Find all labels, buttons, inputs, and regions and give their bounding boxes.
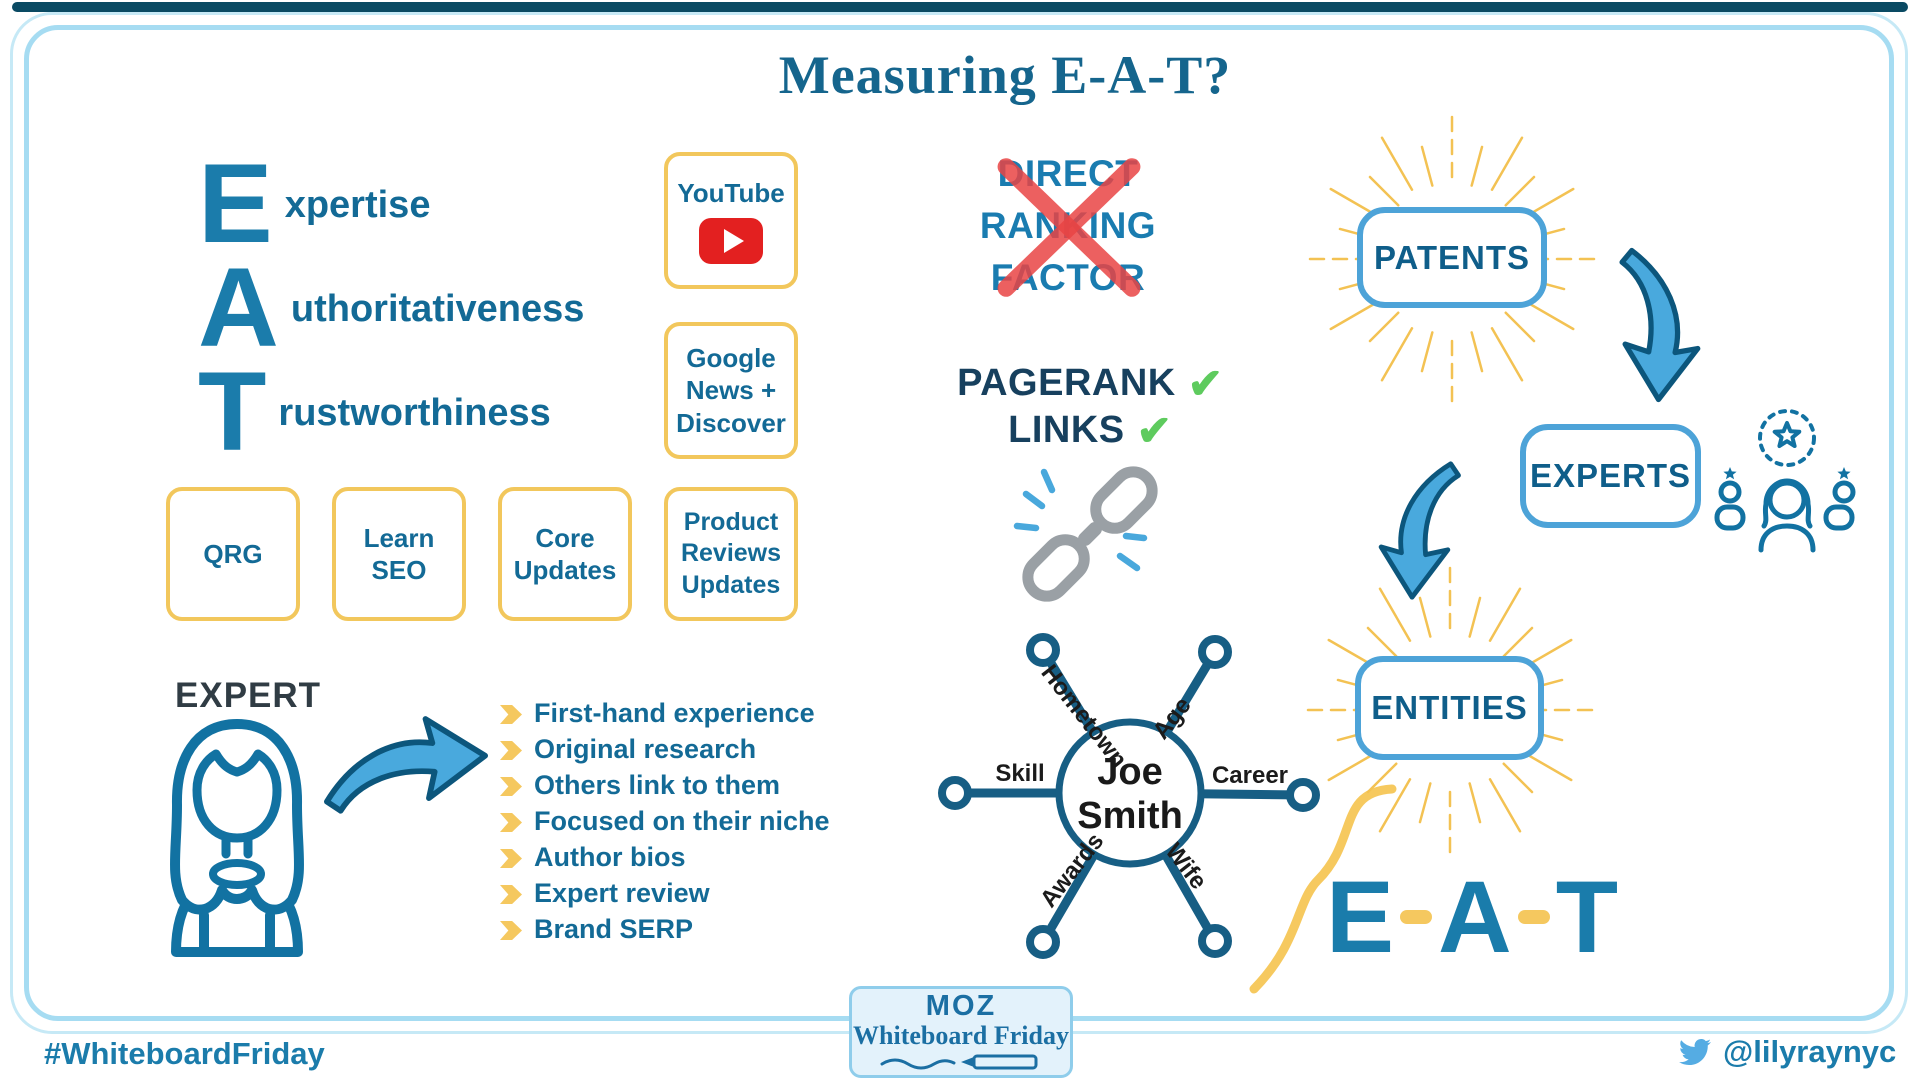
youtube-label: YouTube xyxy=(677,178,785,209)
entity-graph: Hometown Age Skill Career Awards Wife xyxy=(938,633,1320,959)
qrg-box: QRG xyxy=(166,487,300,621)
acronym-row-authoritativeness: A uthoritativeness xyxy=(198,245,585,370)
entities-box: ENTITIES xyxy=(1355,656,1544,760)
acronym-letter-a: A xyxy=(198,245,279,370)
curved-arrow-right-icon xyxy=(324,716,488,814)
check-icon: ✔ xyxy=(1136,406,1172,454)
bullet-arrow-icon xyxy=(500,777,522,796)
acronym-row-expertise: E xpertise xyxy=(198,141,584,266)
whiteboard-friday-label: Whiteboard Friday xyxy=(853,1021,1069,1051)
bullet-text: Original research xyxy=(534,734,757,764)
pagerank-label: PAGERANK xyxy=(957,362,1176,404)
experts-people-icon xyxy=(1714,409,1856,553)
yellow-dash-icon xyxy=(1400,910,1433,924)
list-item: Others link to them xyxy=(500,770,830,806)
check-icon: ✔ xyxy=(1187,359,1223,407)
curved-arrow-down-left-icon xyxy=(1378,461,1461,600)
bullet-arrow-icon xyxy=(500,705,522,724)
broken-link-icon xyxy=(1013,466,1158,602)
list-item: Original research xyxy=(500,734,830,770)
moz-whiteboard-friday-badge: MOZ Whiteboard Friday xyxy=(849,986,1073,1078)
yellow-dash-icon xyxy=(1517,910,1550,924)
product-reviews-box: Product Reviews Updates xyxy=(664,487,798,621)
eat-result-letter-a: A xyxy=(1438,860,1512,974)
confirmed-factors: PAGERANK ✔ LINKS ✔ xyxy=(950,362,1230,452)
entities-label: ENTITIES xyxy=(1371,689,1528,726)
curly-brace-icon xyxy=(1249,784,1397,994)
eat-acronym: E xpertise A uthoritativeness T rustwort… xyxy=(198,141,585,474)
google-news-box: Google News + Discover xyxy=(664,322,798,459)
eat-result-letter-t: T xyxy=(1555,860,1619,974)
top-dark-bar xyxy=(12,2,1908,12)
learn-seo-box: Learn SEO xyxy=(332,487,466,621)
bullet-text: Focused on their niche xyxy=(534,806,830,836)
eat-result: E A T xyxy=(1326,866,1618,968)
bullet-text: Others link to them xyxy=(534,770,781,800)
bullet-arrow-icon xyxy=(500,813,522,832)
acronym-row-trustworthiness: T rustworthiness xyxy=(198,349,584,474)
curved-arrow-down-icon xyxy=(1619,247,1701,403)
links-row: LINKS ✔ xyxy=(1008,409,1172,452)
google-news-label: Google News + Discover xyxy=(676,342,786,438)
list-item: Expert review xyxy=(500,878,830,914)
twitter-bird-icon xyxy=(1679,1038,1711,1065)
expert-heading: EXPERT xyxy=(175,676,322,715)
page-title: Measuring E-A-T? xyxy=(778,45,1232,105)
play-triangle-icon xyxy=(723,228,744,253)
bullet-arrow-icon xyxy=(500,885,522,904)
patents-box: PATENTS xyxy=(1357,207,1547,308)
bullet-text: First-hand experience xyxy=(534,698,815,728)
core-updates-box: Core Updates xyxy=(498,487,632,621)
list-item: First-hand experience xyxy=(500,698,830,734)
acronym-word-authoritativeness: uthoritativeness xyxy=(290,287,585,330)
bullet-text: Author bios xyxy=(534,842,686,872)
list-item: Brand SERP xyxy=(500,914,830,950)
product-reviews-label: Product Reviews Updates xyxy=(680,508,782,599)
experts-label: EXPERTS xyxy=(1529,457,1692,494)
patents-label: PATENTS xyxy=(1373,238,1531,276)
bullet-text: Brand SERP xyxy=(534,914,694,944)
expert-woman-icon xyxy=(170,719,304,957)
eat-result-letter-e: E xyxy=(1326,860,1395,974)
spoke-label-skill: Skill xyxy=(995,760,1044,787)
bullet-text: Expert review xyxy=(534,878,710,908)
learn-seo-label: Learn SEO xyxy=(363,522,435,586)
twitter-handle: @lilyraynyc xyxy=(1676,1034,1896,1070)
list-item: Focused on their niche xyxy=(500,806,830,842)
youtube-play-icon xyxy=(699,217,763,264)
acronym-letter-t: T xyxy=(198,349,267,474)
youtube-box: YouTube xyxy=(664,152,798,289)
twitter-handle-text: @lilyraynyc xyxy=(1723,1034,1897,1069)
entity-center-circle xyxy=(1055,718,1205,868)
qrg-label: QRG xyxy=(203,538,263,569)
hashtag-label: #WhiteboardFriday xyxy=(44,1036,325,1071)
bullet-arrow-icon xyxy=(500,741,522,760)
bullet-arrow-icon xyxy=(500,849,522,868)
expert-signals-list: First-hand experience Original research … xyxy=(500,698,830,950)
acronym-word-expertise: xpertise xyxy=(284,183,431,226)
crossed-line-3: FACTOR xyxy=(990,257,1146,298)
crossed-line-1: DIRECT xyxy=(997,153,1139,194)
experts-box: EXPERTS xyxy=(1520,424,1701,528)
list-item: Author bios xyxy=(500,842,830,878)
links-label: LINKS xyxy=(1008,409,1125,451)
spoke-label-career: Career xyxy=(1212,762,1288,789)
entity-center-name: Joe Smith xyxy=(1077,751,1183,837)
core-updates-label: Core Updates xyxy=(513,522,617,586)
bullet-arrow-icon xyxy=(500,921,522,940)
moz-logo: MOZ xyxy=(925,990,997,1023)
pagerank-row: PAGERANK ✔ xyxy=(957,362,1223,405)
marker-squiggle-icon xyxy=(880,1054,1038,1070)
acronym-word-trustworthiness: rustworthiness xyxy=(278,391,551,434)
acronym-letter-e: E xyxy=(198,141,273,266)
